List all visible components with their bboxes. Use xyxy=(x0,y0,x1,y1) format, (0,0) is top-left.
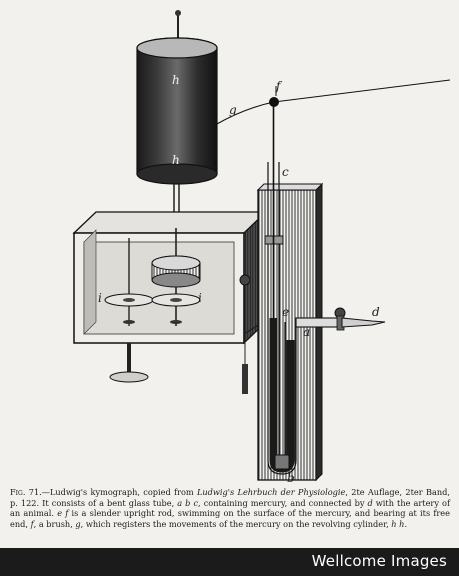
caption-d: d xyxy=(367,497,373,508)
caption-text-5: is a slender upright rod, swimming on th… xyxy=(10,508,451,529)
brush-arm xyxy=(214,79,451,126)
caption-book-title: Ludwig's Lehrbuch der Physiologie xyxy=(196,487,346,497)
caption-ef: e f xyxy=(57,508,69,519)
caption-text-3: , containing mercury, and connected by xyxy=(198,497,368,508)
brand-watermark: Wellcome Images xyxy=(311,552,447,570)
label-b: b xyxy=(287,471,295,485)
label-e: e xyxy=(282,305,289,319)
label-g: g xyxy=(229,103,237,117)
label-i-right: i xyxy=(198,291,202,305)
figure-caption: Fig. 71.—Ludwig's kymograph, copied from… xyxy=(10,487,450,529)
clockwork-box xyxy=(72,210,268,345)
caption-abc: a b c xyxy=(177,497,199,508)
caption-text-6: , a brush, xyxy=(33,518,76,529)
arterial-connector xyxy=(295,307,386,331)
caption-g: g xyxy=(75,518,81,529)
caption-text-1: —Ludwig's kymograph, copied from xyxy=(41,487,197,497)
label-a: a xyxy=(303,325,310,339)
caption-text-7: , which registers the movements of the m… xyxy=(80,518,392,529)
label-d: d xyxy=(372,305,380,319)
label-h-lower: h xyxy=(172,153,180,167)
u-tube-mercury-manometer xyxy=(264,162,297,475)
label-c: c xyxy=(282,165,289,179)
label-f: f xyxy=(275,79,283,93)
caption-text-4: with the artery of an animal. xyxy=(10,497,450,519)
caption-text-2: , 2te Auflage, 2ter Band, p. 122. It con… xyxy=(10,487,450,508)
caption-fig-label: Fig. 71. xyxy=(10,487,42,497)
label-h-upper: h xyxy=(172,73,180,87)
caption-f: f xyxy=(30,518,34,529)
caption-hh: h h xyxy=(391,518,405,529)
label-i-left: i xyxy=(98,291,102,305)
revolving-cylinder xyxy=(136,37,218,185)
clockwork-stand xyxy=(109,285,248,394)
kymograph-illustration: h h xyxy=(72,10,451,485)
caption-text-8: . xyxy=(404,518,408,529)
footer-bar: Wellcome Images xyxy=(0,548,459,576)
